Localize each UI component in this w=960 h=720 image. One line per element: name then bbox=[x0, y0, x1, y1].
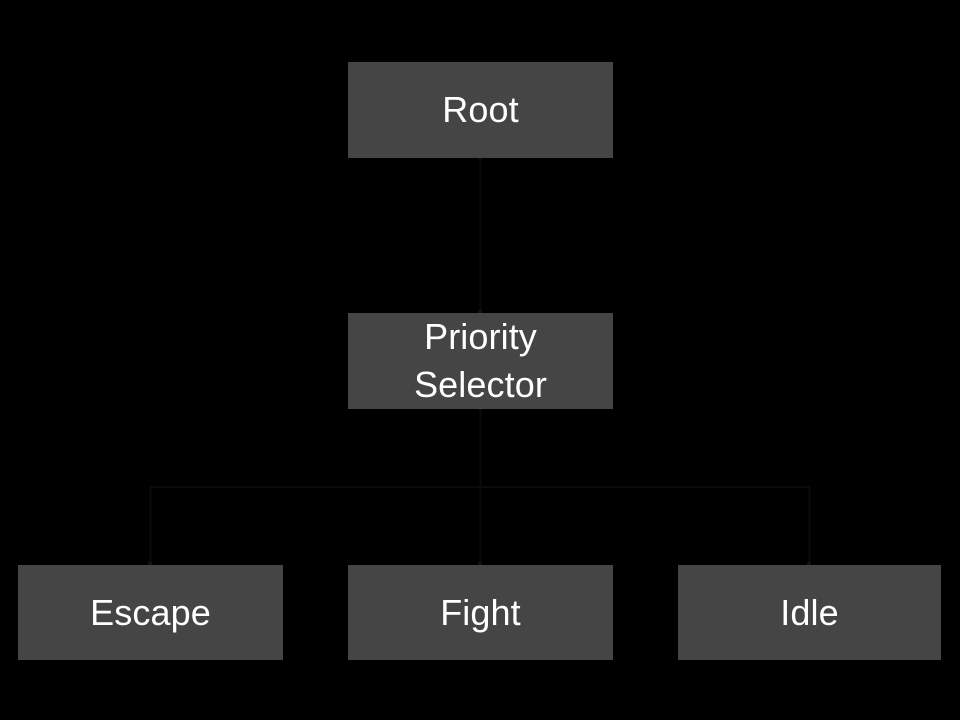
node-escape-label: Escape bbox=[90, 591, 211, 633]
node-root[interactable]: Root bbox=[348, 62, 613, 158]
node-priority-selector-label: Priority Selector bbox=[414, 316, 547, 405]
node-root-label: Root bbox=[442, 89, 519, 131]
node-fight-label: Fight bbox=[440, 591, 521, 633]
node-idle[interactable]: Idle bbox=[678, 565, 941, 660]
node-escape[interactable]: Escape bbox=[18, 565, 283, 660]
edge-priority-selector-to-idle bbox=[479, 409, 811, 565]
node-fight[interactable]: Fight bbox=[348, 565, 613, 660]
edge-priority-selector-to-escape bbox=[149, 409, 482, 565]
node-priority-selector[interactable]: Priority Selector bbox=[348, 313, 613, 409]
node-idle-label: Idle bbox=[780, 591, 839, 633]
